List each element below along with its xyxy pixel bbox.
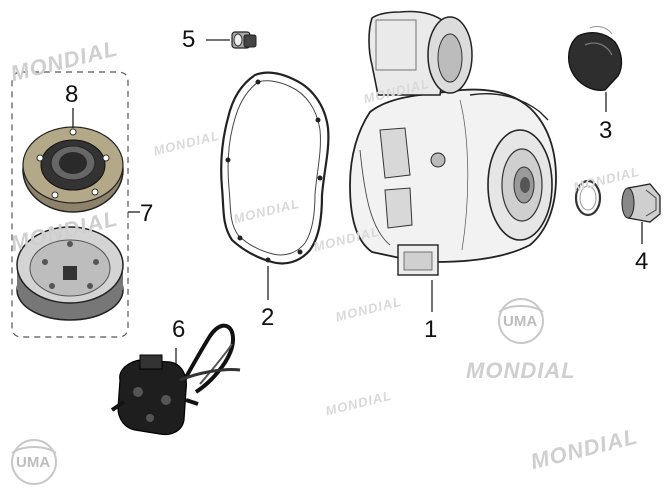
- uma-logo-right: [498, 298, 544, 344]
- part-cap: [567, 25, 623, 112]
- part-flywheel: [16, 226, 124, 321]
- callout-8: 8: [65, 81, 79, 108]
- part-gasket: [220, 71, 330, 300]
- callout-5: 5: [182, 26, 196, 53]
- part-sensor: [206, 31, 257, 49]
- part-seal-plug: [574, 179, 661, 244]
- callout-4: 4: [635, 248, 649, 275]
- callout-7: 7: [140, 200, 154, 227]
- watermark-uma: UMA: [503, 313, 538, 330]
- part-pickup-coil: [110, 323, 241, 436]
- part-side-cover: [349, 10, 557, 312]
- uma-logo-left: [11, 439, 57, 485]
- part-starter-clutch: [22, 126, 124, 213]
- callout-1: 1: [424, 316, 438, 343]
- callout-2: 2: [261, 304, 275, 331]
- callout-6: 6: [172, 316, 186, 343]
- callout-3: 3: [599, 117, 613, 144]
- watermark-mondial: MONDIAL: [466, 358, 576, 383]
- watermark-uma: UMA: [16, 454, 51, 471]
